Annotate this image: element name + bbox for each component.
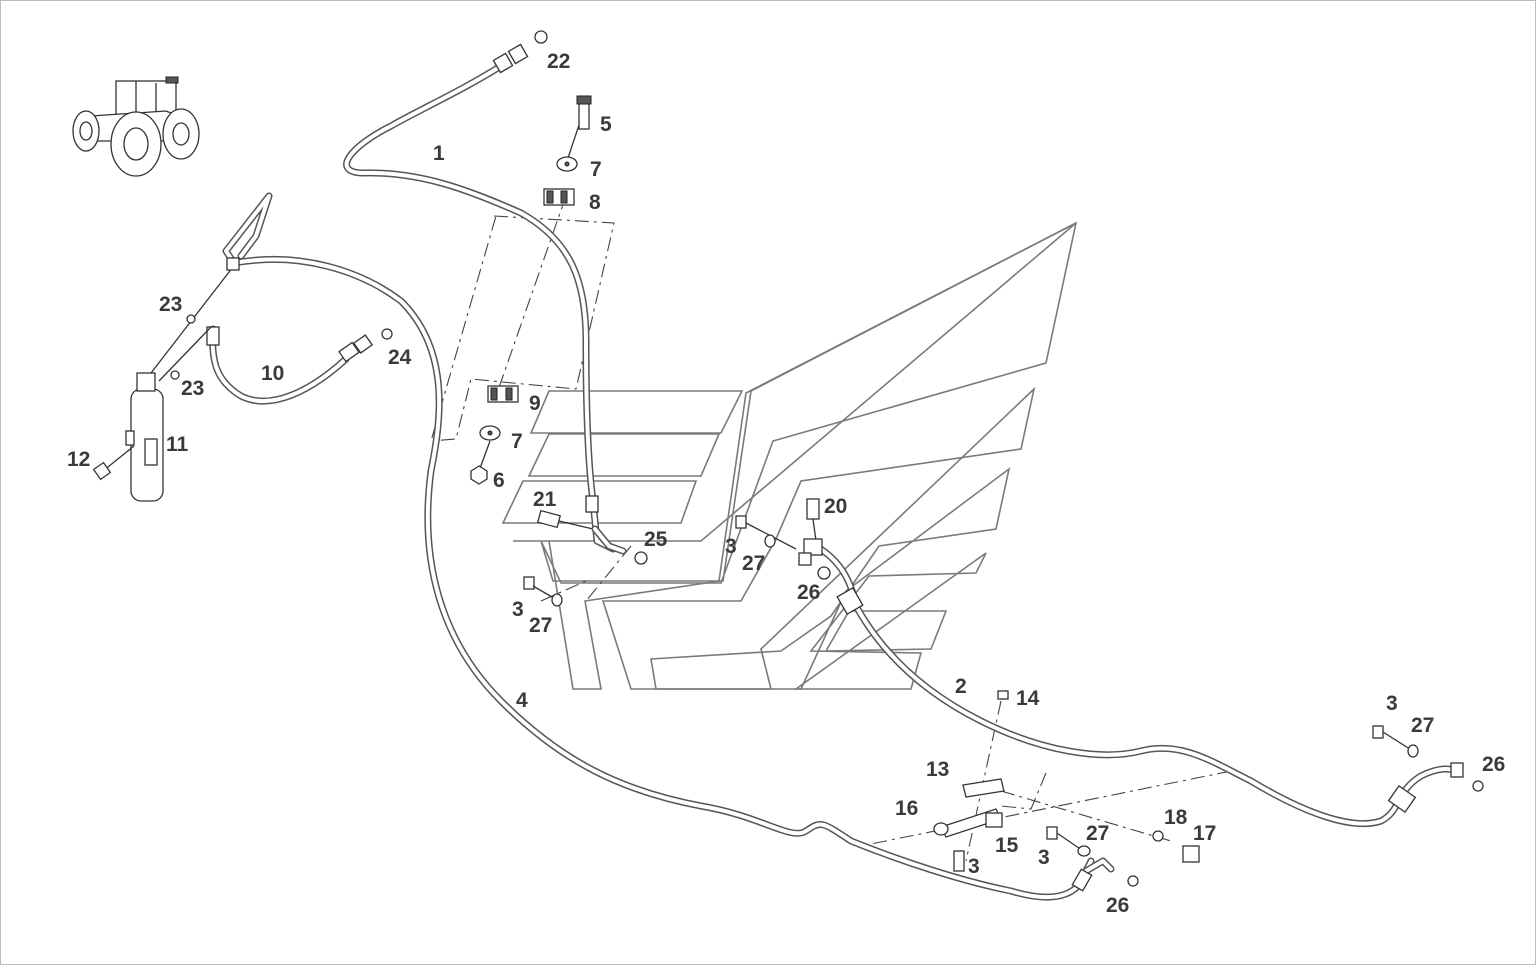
callout-27-left: 27 xyxy=(529,614,552,637)
middle-fittings xyxy=(523,498,831,607)
callout-26-bottom: 26 xyxy=(1106,894,1129,917)
callout-24: 24 xyxy=(388,346,412,369)
callout-27-bottom: 27 xyxy=(1086,822,1109,845)
callout-16: 16 xyxy=(895,797,918,820)
hose-2 xyxy=(812,542,1484,828)
callout-2: 2 xyxy=(955,675,967,698)
callout-25: 25 xyxy=(644,528,668,551)
callout-26-mid: 26 xyxy=(797,581,820,604)
callout-3-bracket: 3 xyxy=(968,855,980,878)
callout-3-bottom: 3 xyxy=(1038,846,1050,869)
callout-3-left: 3 xyxy=(512,598,524,621)
callout-4: 4 xyxy=(516,689,528,712)
hose-4 xyxy=(222,192,1115,901)
callout-17: 17 xyxy=(1193,822,1216,845)
callout-6: 6 xyxy=(493,469,505,492)
callout-11: 11 xyxy=(166,433,189,456)
callout-7-lower: 7 xyxy=(511,430,523,453)
clamp-assembly xyxy=(470,95,592,485)
callout-12: 12 xyxy=(67,448,90,471)
callout-3-mid: 3 xyxy=(725,535,737,558)
assembly-guides xyxy=(430,195,1232,862)
hose-1 xyxy=(343,30,617,553)
callout-23-lower: 23 xyxy=(181,377,204,400)
tractor-icon xyxy=(72,76,200,177)
callout-27-mid: 27 xyxy=(742,552,765,575)
callout-8: 8 xyxy=(589,191,601,214)
callout-27-right: 27 xyxy=(1411,714,1434,737)
callout-23-upper: 23 xyxy=(159,293,182,316)
callout-1: 1 xyxy=(433,142,445,165)
callout-labels: 22 5 1 7 8 23 24 10 23 9 11 7 12 6 21 25… xyxy=(67,50,1505,917)
callout-7-upper: 7 xyxy=(590,158,602,181)
callout-10: 10 xyxy=(261,362,284,385)
callout-9: 9 xyxy=(529,392,541,415)
callout-18: 18 xyxy=(1164,806,1188,829)
callout-20: 20 xyxy=(824,495,847,518)
receiver-drier xyxy=(92,257,240,502)
hose-10 xyxy=(206,325,393,405)
callout-14: 14 xyxy=(1016,687,1040,710)
callout-5: 5 xyxy=(600,113,612,136)
callout-3-right: 3 xyxy=(1386,692,1398,715)
callout-15: 15 xyxy=(995,834,1019,857)
callout-26-right: 26 xyxy=(1482,753,1505,776)
callout-13: 13 xyxy=(926,758,949,781)
bracket-assembly xyxy=(933,690,1419,887)
callout-22: 22 xyxy=(547,50,570,73)
callout-21: 21 xyxy=(533,488,557,511)
